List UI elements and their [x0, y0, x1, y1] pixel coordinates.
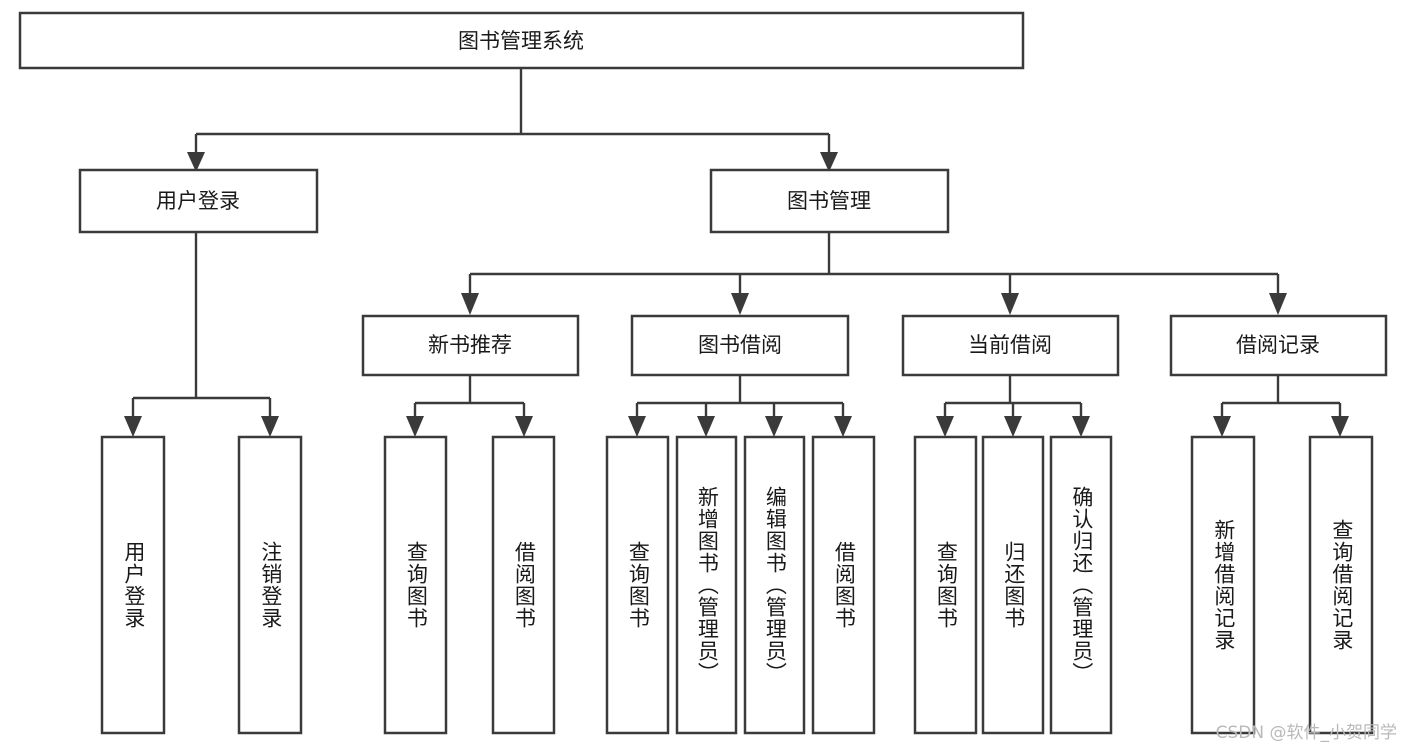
connector-borrow-to-leaves: [628, 375, 852, 437]
leaf-box-borrow-0[interactable]: [605, 435, 670, 735]
leaf-box-borrow-3[interactable]: [811, 435, 876, 735]
node-new-book-recommend[interactable]: 新书推荐: [361, 314, 580, 377]
leaf-box-current-1[interactable]: [981, 435, 1045, 735]
node-book-management[interactable]: 图书管理: [709, 168, 950, 234]
leaf-box-current-0[interactable]: [913, 435, 978, 735]
node-current-borrow-label: 当前借阅: [968, 333, 1052, 357]
connector-userlogin-to-leaves: [124, 232, 279, 437]
node-root-label: 图书管理系统: [458, 29, 584, 53]
leaf-box-current-2[interactable]: [1049, 435, 1113, 735]
leaf-box-user-login-1[interactable]: [237, 435, 303, 735]
leaf-box-new-book-0[interactable]: [383, 435, 448, 735]
node-user-login-label: 用户登录: [156, 189, 240, 213]
node-borrow-records[interactable]: 借阅记录: [1169, 314, 1388, 377]
node-current-borrow[interactable]: 当前借阅: [901, 314, 1120, 377]
node-book-borrow-label: 图书借阅: [698, 333, 782, 357]
connector-bookmgmt-to-level3: [461, 232, 1287, 315]
connector-records-to-leaves: [1213, 375, 1349, 437]
leaf-box-borrow-1[interactable]: [675, 435, 738, 735]
connector-root-to-level2: [187, 68, 838, 172]
leaf-box-new-book-1[interactable]: [491, 435, 556, 735]
connector-newbook-to-leaves: [406, 375, 533, 437]
node-root[interactable]: 图书管理系统: [18, 11, 1025, 70]
leaf-box-borrow-2[interactable]: [743, 435, 806, 735]
node-user-login[interactable]: 用户登录: [78, 168, 319, 234]
leaf-box-user-login-0[interactable]: [100, 435, 166, 735]
leaf-box-records-0[interactable]: [1190, 435, 1256, 735]
node-book-borrow[interactable]: 图书借阅: [630, 314, 850, 377]
leaf-box-records-1[interactable]: [1308, 435, 1374, 735]
node-book-management-label: 图书管理: [787, 189, 871, 213]
node-borrow-records-label: 借阅记录: [1236, 333, 1320, 357]
connector-current-to-leaves: [936, 375, 1090, 437]
node-new-book-recommend-label: 新书推荐: [428, 333, 512, 357]
